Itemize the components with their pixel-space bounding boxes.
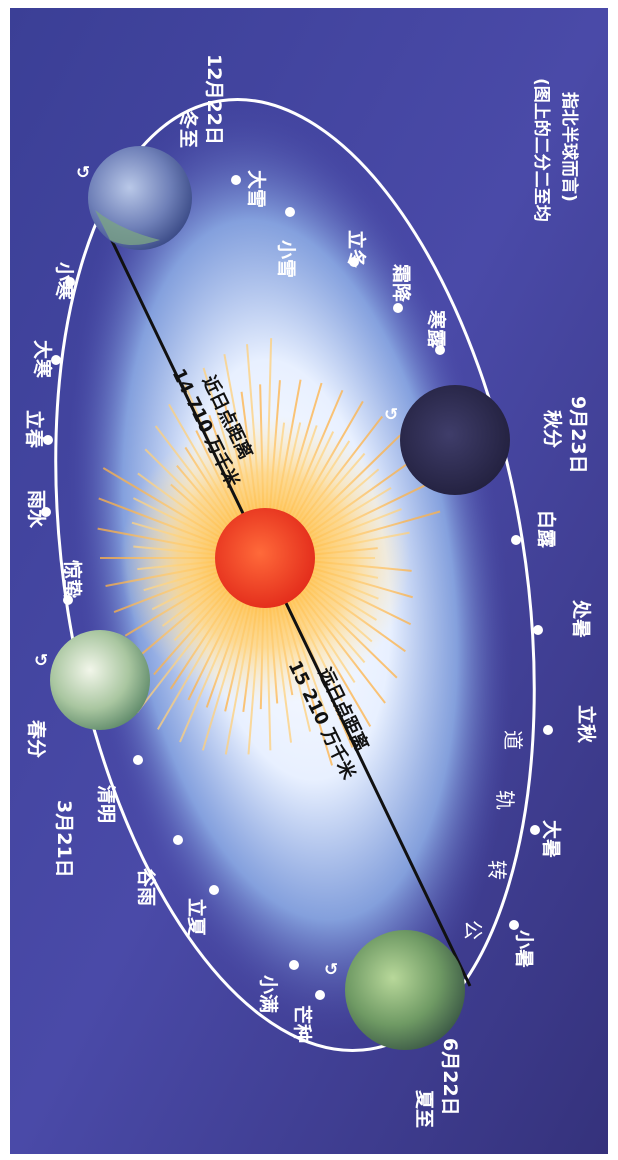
- orbit-label-char: 转: [485, 860, 509, 880]
- solar-term-dot: [530, 825, 540, 835]
- solar-term-dot: [509, 920, 519, 930]
- orbit-path: [54, 98, 536, 1052]
- solar-term-label: 谷雨: [135, 868, 157, 906]
- solar-term-dot: [43, 435, 53, 445]
- solar-term-label: 立夏: [185, 898, 208, 937]
- solar-term-label: 立春: [23, 410, 46, 448]
- solar-term-dot: [393, 303, 403, 313]
- solar-term-label: 雨水: [25, 490, 47, 529]
- solar-term-dot: [285, 207, 295, 217]
- solar-term-label: 惊蛰: [61, 560, 84, 598]
- solar-term-label: 立秋: [575, 705, 598, 744]
- solar-term-label: 大雪: [245, 170, 268, 208]
- orbit-label: 公 转 轨 道: [461, 730, 525, 940]
- rotation-arrow-icon: ↺: [384, 405, 398, 425]
- solar-term-label: 小暑: [513, 930, 535, 968]
- solar-term-dot: [349, 257, 359, 267]
- earth-spring-equinox: ↺: [34, 630, 150, 730]
- rotation-arrow-icon: ↺: [34, 651, 48, 671]
- date-spring-equinox: 3月21日: [53, 800, 75, 878]
- solar-term-dot: [289, 960, 299, 970]
- solar-term-dot: [41, 507, 51, 517]
- solar-term-dot: [315, 990, 325, 1000]
- solar-term-label: 立冬: [345, 230, 368, 268]
- solar-term-dot: [133, 755, 143, 765]
- solar-term-dot: [65, 277, 75, 287]
- solar-term-dot: [543, 725, 553, 735]
- solar-term-label: 小寒: [53, 262, 76, 300]
- solar-term-dot: [435, 345, 445, 355]
- labels: (图上的二分二至均 指北半球而言) 冬至 12月22日 秋分 9月23日 夏至 …: [25, 54, 589, 1128]
- date-autumn-equinox: 9月23日: [567, 396, 589, 474]
- solar-term-dot: [63, 595, 73, 605]
- earth-autumn-equinox: ↺: [384, 385, 510, 495]
- orbit-label-char: 道: [501, 730, 525, 750]
- orbit-label-char: 公: [461, 920, 485, 940]
- orbit-label-char: 轨: [493, 790, 517, 810]
- label-winter-solstice: 冬至: [177, 110, 200, 148]
- date-summer-solstice: 6月22日: [439, 1038, 461, 1116]
- solar-term-label: 大暑: [540, 820, 563, 858]
- sun: [215, 508, 315, 608]
- solar-term-label: 小雪: [275, 240, 297, 278]
- solar-term-label: 清明: [95, 785, 118, 823]
- note-line-1: (图上的二分二至均: [531, 78, 552, 222]
- solar-term-dot: [511, 535, 521, 545]
- solar-term-dot: [533, 625, 543, 635]
- solar-term-label: 芒种: [291, 1005, 314, 1043]
- rotation-arrow-icon: ↺: [76, 163, 90, 183]
- solar-term-dot: [209, 885, 219, 895]
- date-winter-solstice: 12月22日: [203, 54, 225, 145]
- label-summer-solstice: 夏至: [413, 1090, 435, 1128]
- distance-line: [101, 221, 472, 987]
- solar-term-dot: [51, 355, 61, 365]
- solar-term-label: 小满: [257, 975, 280, 1013]
- solar-term-label: 大寒: [31, 340, 54, 378]
- rotation-arrow-icon: ↺: [324, 960, 338, 980]
- solar-term-label: 寒露: [425, 310, 448, 349]
- solar-term-dot: [231, 175, 241, 185]
- earth-winter-solstice: ↺: [76, 146, 192, 250]
- solar-term-label: 白露: [535, 510, 558, 549]
- label-spring-equinox: 春分: [25, 720, 48, 758]
- solar-term-dot: [173, 835, 183, 845]
- solar-term-label: 处暑: [570, 599, 593, 638]
- note-line-2: 指北半球而言): [559, 92, 580, 202]
- solar-term-markers: [41, 175, 553, 1000]
- label-autumn-equinox: 秋分: [541, 410, 564, 448]
- earth-summer-solstice: ↺: [324, 930, 465, 1050]
- solar-term-label: 霜降: [390, 263, 413, 303]
